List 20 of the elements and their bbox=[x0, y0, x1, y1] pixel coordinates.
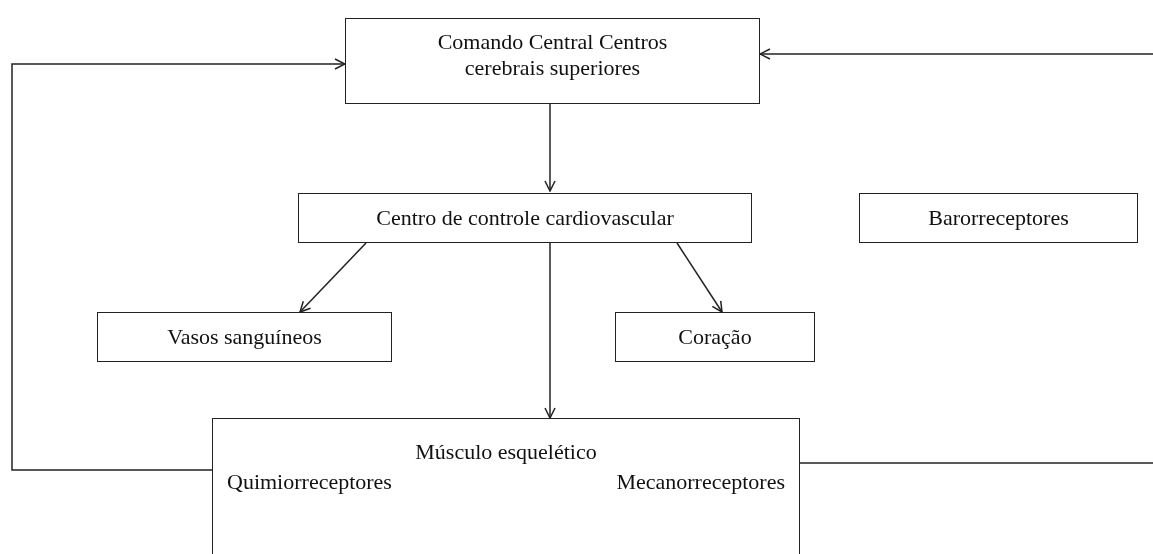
arrow bbox=[759, 48, 1153, 60]
node-label: Quimiorreceptores bbox=[227, 469, 392, 495]
node-label: Vasos sanguíneos bbox=[166, 324, 323, 350]
process-box bbox=[97, 312, 392, 362]
process-box bbox=[212, 418, 800, 554]
arrow bbox=[544, 103, 556, 192]
node-label: Músculo esquelético bbox=[414, 439, 598, 465]
arrow bbox=[11, 58, 346, 471]
node-label: Mecanorreceptores bbox=[616, 469, 785, 495]
process-box bbox=[298, 193, 752, 243]
arrow bbox=[676, 242, 723, 313]
arrow bbox=[544, 242, 556, 419]
process-box bbox=[345, 18, 760, 104]
arrow bbox=[299, 242, 367, 313]
process-box bbox=[859, 193, 1138, 243]
node-label: Coração bbox=[677, 324, 753, 350]
process-box bbox=[615, 312, 815, 362]
node-label: Barorreceptores bbox=[927, 205, 1070, 231]
node-label: Comando Central Centros cerebrais superiores bbox=[436, 29, 669, 81]
node-label: Centro de controle cardiovascular bbox=[375, 205, 675, 231]
